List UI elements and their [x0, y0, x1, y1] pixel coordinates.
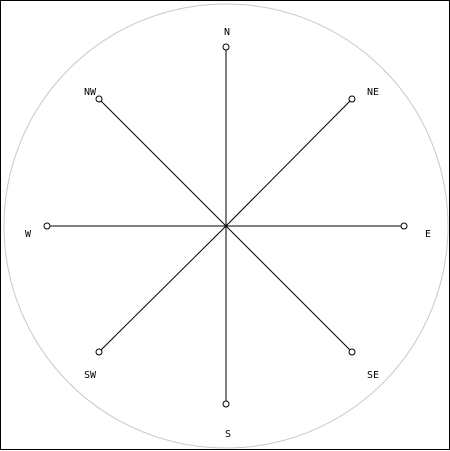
- spoke-ne: [225, 98, 353, 227]
- marker-w[interactable]: [43, 222, 51, 230]
- label-e: E: [425, 229, 431, 240]
- label-ne: NE: [367, 87, 379, 98]
- compass-circle: [3, 3, 449, 449]
- marker-nw[interactable]: [95, 95, 103, 103]
- marker-s[interactable]: [222, 400, 230, 408]
- marker-sw[interactable]: [95, 348, 103, 356]
- spoke-sw: [98, 225, 227, 353]
- label-s: S: [225, 429, 231, 440]
- label-sw: SW: [84, 370, 97, 381]
- marker-ne[interactable]: [348, 95, 356, 103]
- spoke-se: [225, 225, 353, 353]
- label-n: N: [224, 27, 230, 38]
- spoke-nw: [98, 98, 227, 227]
- marker-n[interactable]: [222, 43, 230, 51]
- label-w: W: [25, 229, 32, 240]
- label-se: SE: [367, 370, 379, 381]
- marker-e[interactable]: [400, 222, 408, 230]
- label-nw: NW: [84, 87, 97, 98]
- marker-se[interactable]: [348, 348, 356, 356]
